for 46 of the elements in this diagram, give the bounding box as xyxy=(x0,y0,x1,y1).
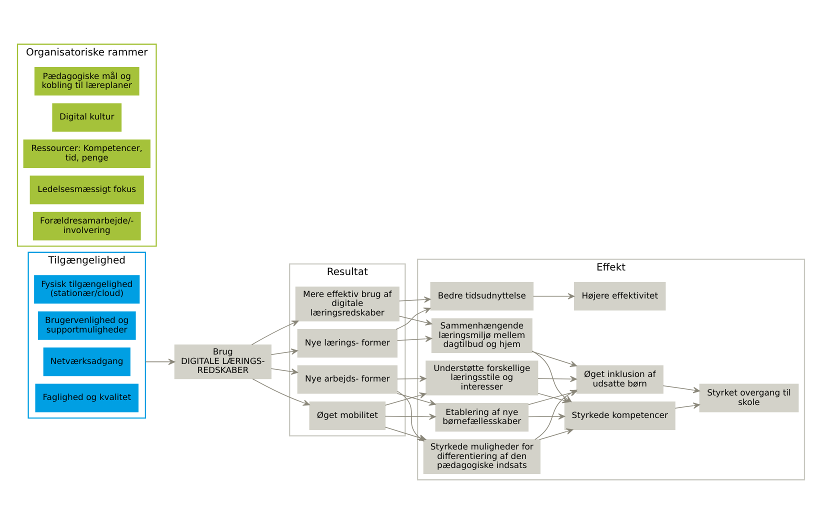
node-box: Nye lærings- former xyxy=(297,328,398,358)
arrow xyxy=(528,389,578,405)
node-box: Sammenhængende læringsmiljø mellem dagtilbud og hjem xyxy=(431,318,532,352)
node-box: Fysisk tilgængelighed (stationær/cloud) xyxy=(34,274,140,304)
node-box: Digital kultur xyxy=(52,102,122,132)
node-box: Nye arbejds- former xyxy=(297,364,398,394)
arrow xyxy=(532,292,575,299)
arrow xyxy=(396,375,426,382)
node-box: Pædagogiske mål og kobling til læreplaner xyxy=(34,66,140,95)
node-box: Ledelsesmæssigt fokus xyxy=(30,175,144,204)
node-box: Øget inklusion af udsatte børn xyxy=(576,364,664,394)
arrow xyxy=(396,307,431,330)
node-box: Højere effektivitet xyxy=(574,282,666,310)
node-box: Netværksadgang xyxy=(43,347,130,376)
node-box: Øget mobilitet xyxy=(309,401,386,430)
arrow xyxy=(528,412,566,420)
node-box: Styrkede muligheder for differentiering af den pædagogiske indsats xyxy=(423,438,540,474)
arrow xyxy=(532,350,577,366)
node-box: Ressourcer: Kompetencer, tid, penge xyxy=(23,138,150,168)
node-box: Styrket overgang til skole xyxy=(699,383,799,412)
arrow xyxy=(396,392,436,406)
node-box: Etablering af nye børnefællesskaber xyxy=(435,402,529,432)
arrow xyxy=(538,392,570,403)
arrow xyxy=(145,358,176,364)
arrow xyxy=(251,320,299,345)
node-box: Brug DIGITALE LÆRINGS- REDSKABER xyxy=(174,344,272,379)
arrow xyxy=(270,368,298,374)
node-box: Understøtte forskellige læringsstile og interesser xyxy=(426,360,538,395)
arrow xyxy=(534,389,578,440)
arrow xyxy=(538,375,577,382)
arrow xyxy=(398,296,431,302)
node-box: Mere effektiv brug af digitale læringsredskaber xyxy=(295,286,400,321)
node-box: Styrkede kompetencer xyxy=(564,401,676,430)
node-box: Faglighed og kvalitet xyxy=(35,383,139,412)
arrow xyxy=(538,428,574,440)
arrow xyxy=(252,378,310,406)
arrow xyxy=(674,402,700,408)
node-box: Forældresamarbejde/-involvering xyxy=(32,211,141,240)
arrow xyxy=(662,384,700,393)
arrow xyxy=(396,335,432,342)
arrow xyxy=(398,315,432,326)
arrow xyxy=(384,413,436,420)
arrow xyxy=(384,392,426,406)
node-box: Brugervenlighed og supportmuligheder xyxy=(38,310,136,340)
arrow xyxy=(270,348,298,355)
node-box: Bedre tidsudnyttelse xyxy=(430,282,534,310)
